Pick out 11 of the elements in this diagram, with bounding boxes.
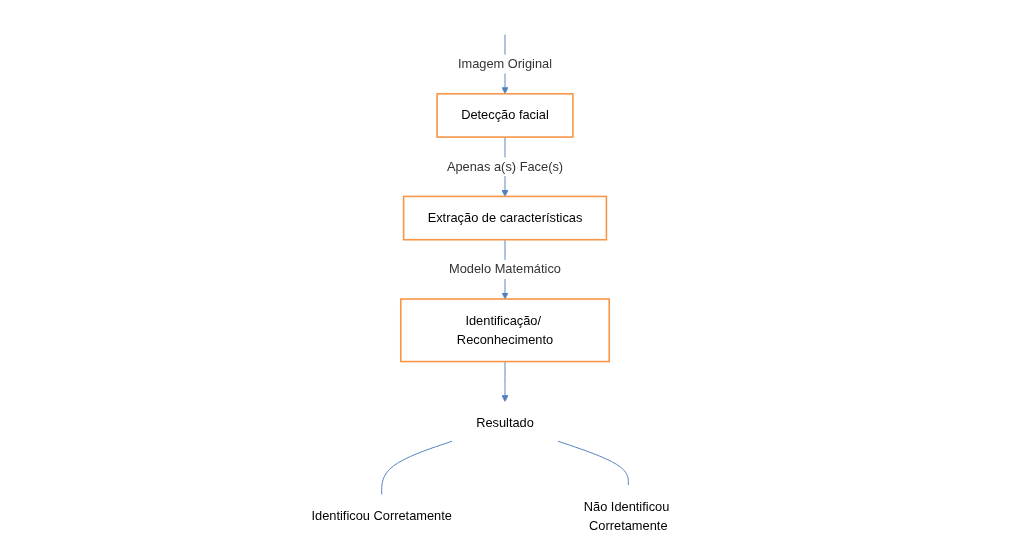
edge-label: Imagem Original [457,56,552,71]
edge-label: Apenas a(s) Face(s) [446,159,563,174]
node-text: Resultado [475,416,534,430]
node-text: Não Identificou Corretamente [583,499,669,533]
node-box: Extração de características [402,195,607,241]
edge-label: Modelo Matemático [448,262,561,276]
connector [557,440,629,486]
node-text: Identificou Corretamente [310,509,452,523]
node-box: Identificação/ Reconhecimento [399,298,610,363]
connector [380,440,453,496]
node-box: Detecção facial [435,93,574,138]
